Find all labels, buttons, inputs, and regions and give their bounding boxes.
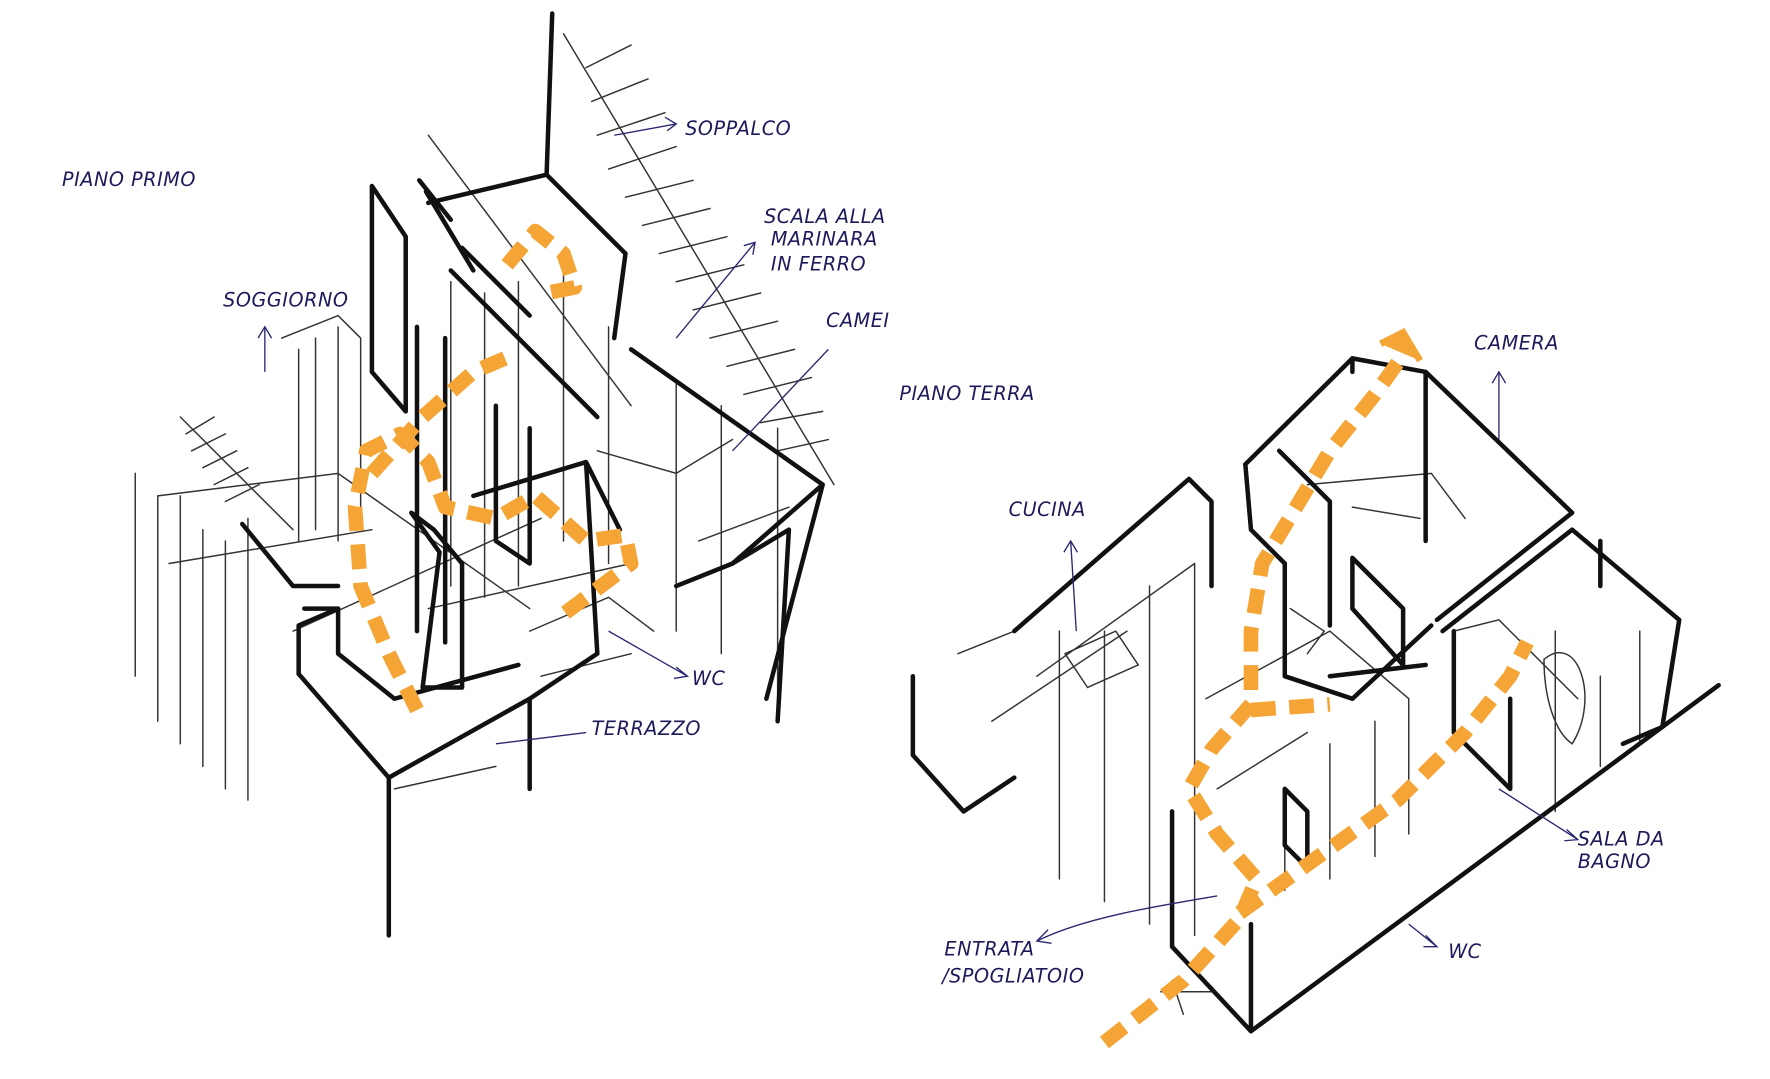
label-cucina: CUCINA [1009,498,1086,521]
first-floor-labels: PIANO PRIMO SOPPALCO SCALA ALLA MARINARA… [62,117,890,740]
first-floor-drawing [134,11,835,938]
ground-floor-title: PIANO TERRA [899,382,1034,405]
label-soggiorno: SOGGIORNO [223,289,348,312]
first-floor-title: PIANO PRIMO [62,168,196,191]
label-entrata-1: ENTRATA [944,938,1034,961]
label-camera-first: CAMEI [826,309,890,332]
label-wc-first: WC [692,667,725,690]
label-soppalco: SOPPALCO [685,117,791,140]
label-bagno-1: SALA DA [1578,827,1665,850]
label-entrata-2: /SPOGLIATOIO [940,965,1084,988]
label-wc-ground: WC [1448,940,1481,963]
label-ladder-2: MARINARA [771,228,878,251]
label-ladder-3: IN FERRO [771,252,866,275]
ground-floor-walls [910,356,1721,1034]
first-floor-walls [240,11,825,938]
ground-floor-drawing [910,328,1721,1049]
label-bagno-2: BAGNO [1578,850,1651,873]
label-camera-ground: CAMERA [1474,331,1559,354]
ground-floor-leaders [1035,370,1580,948]
ground-floor-route [1099,350,1534,1049]
first-floor-route [347,223,639,714]
ground-floor-labels: PIANO TERRA CAMERA CUCINA SALA DA BAGNO … [899,331,1664,987]
route-arrowhead-icon [1379,328,1423,363]
label-ladder-1: SCALA ALLA [764,205,886,228]
first-floor-leaders [257,116,829,745]
label-terrazzo: TERRAZZO [592,717,701,740]
